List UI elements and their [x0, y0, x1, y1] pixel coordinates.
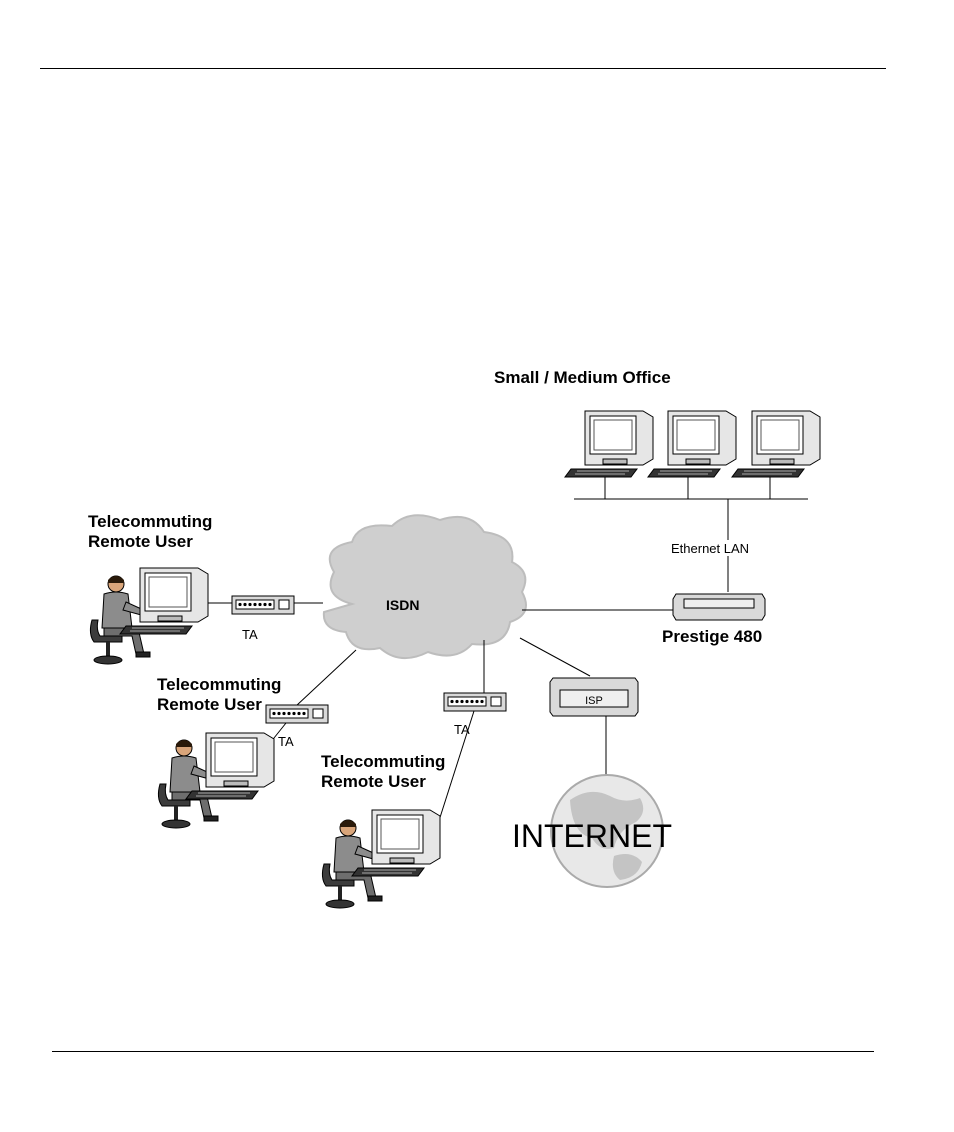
- internet-globe: [550, 774, 664, 888]
- router: [672, 593, 766, 621]
- header-rule: [40, 68, 886, 69]
- ta-label-1: TA: [242, 627, 258, 642]
- ta-label-2: TA: [278, 734, 294, 749]
- office-pc-1: [564, 410, 654, 478]
- office-pc-3: [731, 410, 821, 478]
- ethernet-label: Ethernet LAN: [671, 541, 749, 556]
- isp-label: ISP: [585, 695, 603, 707]
- office-pc-2: [647, 410, 737, 478]
- isp-box: [549, 677, 639, 717]
- isdn-cloud: [322, 514, 527, 659]
- remote-user-2-line2: Remote User: [157, 695, 262, 714]
- cloud-to-isp: [519, 637, 591, 677]
- remote-user-3-line1: Telecommuting: [321, 752, 445, 771]
- ta-label-3: TA: [454, 722, 470, 737]
- remote-user-3: [321, 809, 441, 909]
- ta3-to-user3: [435, 710, 475, 831]
- remote-user-1-line2: Remote User: [88, 532, 193, 551]
- remote-user-1-line1: Telecommuting: [88, 512, 212, 531]
- router-label: Prestige 480: [662, 627, 762, 646]
- footer-rule: [52, 1051, 874, 1052]
- isdn-label: ISDN: [386, 597, 419, 613]
- ta-box-1: [231, 595, 295, 615]
- ta-box-2: [265, 704, 329, 724]
- remote-user-2-line1: Telecommuting: [157, 675, 281, 694]
- internet-label: INTERNET: [512, 818, 672, 854]
- cloud-to-ta2: [295, 649, 357, 707]
- remote-user-1: [89, 567, 209, 665]
- remote-user-2: [157, 732, 275, 829]
- office-title: Small / Medium Office: [494, 368, 671, 387]
- remote-user-3-line2: Remote User: [321, 772, 426, 791]
- ta-box-3: [443, 692, 507, 712]
- office-computers: [564, 410, 821, 478]
